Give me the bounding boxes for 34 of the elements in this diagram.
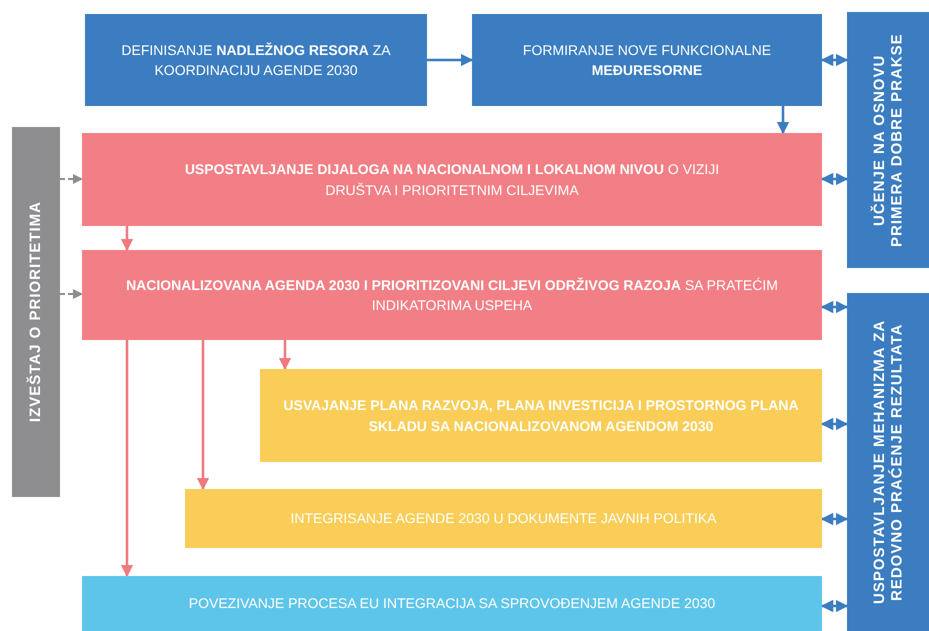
arrow	[196, 340, 210, 490]
box-text: FORMIRANJE NOVE FUNKCIONALNE MEĐURESORNE	[522, 40, 772, 80]
process-box	[85, 14, 427, 106]
arrow	[820, 172, 848, 186]
process-box	[260, 369, 822, 462]
arrow	[278, 340, 292, 370]
side-panel	[12, 127, 60, 497]
box-text: USVAJANJE PLANA RAZVOJA, PLANA INVESTICIJA I PROSTORNOG PLANA SKLADU SA NACIONALIZOVANOM AGENDOM 2030	[282, 396, 800, 436]
process-box	[82, 576, 822, 631]
side-panel	[847, 12, 929, 268]
side-panel	[847, 293, 929, 631]
arrow	[120, 226, 134, 252]
arrow	[60, 174, 83, 184]
box-text: IZVEŠTAJ O PRIORITETIMA	[27, 201, 45, 423]
process-box	[472, 14, 822, 106]
arrow	[60, 289, 83, 299]
box-text: UČENJE NA OSNOVU PRIMERA DOBRE PRAKSE	[870, 32, 906, 249]
arrow	[820, 418, 848, 430]
box-text: USPOSTAVLJANJE MEHANIZMA ZA REDOVNO PRAĆENJE REZULTATA	[870, 318, 906, 606]
process-box	[185, 489, 822, 548]
box-text: NACIONALIZOVANA AGENDA 2030 I PRIORITIZOVANI CILJEVI ODRŽIVOG RAZOJA SA PRATEĆIM INDIKATORIMA USPEHA	[125, 276, 779, 315]
arrow	[776, 106, 790, 134]
box-text: INTEGRISANJE AGENDE 2030 U DOKUMENTE JAVNIH POLITIKA	[289, 509, 718, 528]
arrow	[820, 54, 848, 66]
arrow	[820, 600, 848, 612]
arrow	[427, 54, 474, 66]
process-box	[82, 250, 822, 340]
process-box	[82, 133, 822, 226]
arrow	[820, 512, 848, 526]
arrow	[120, 340, 134, 578]
box-text: USPOSTAVLJANJE DIJALOGA NA NACIONALNOM I LOKALNOM NIVOU O VIZIJI DRUŠTVA I PRIORITETNIM CILJEVIMA	[184, 160, 720, 200]
box-text: POVEZIVANJE PROCESA EU INTEGRACIJA SA SPROVOĐENJEM AGENDE 2030	[188, 594, 716, 614]
arrow	[820, 300, 848, 314]
box-text: DEFINISANJE NADLEŽNOG RESORA ZA KOORDINACIJU AGENDE 2030	[120, 40, 392, 80]
